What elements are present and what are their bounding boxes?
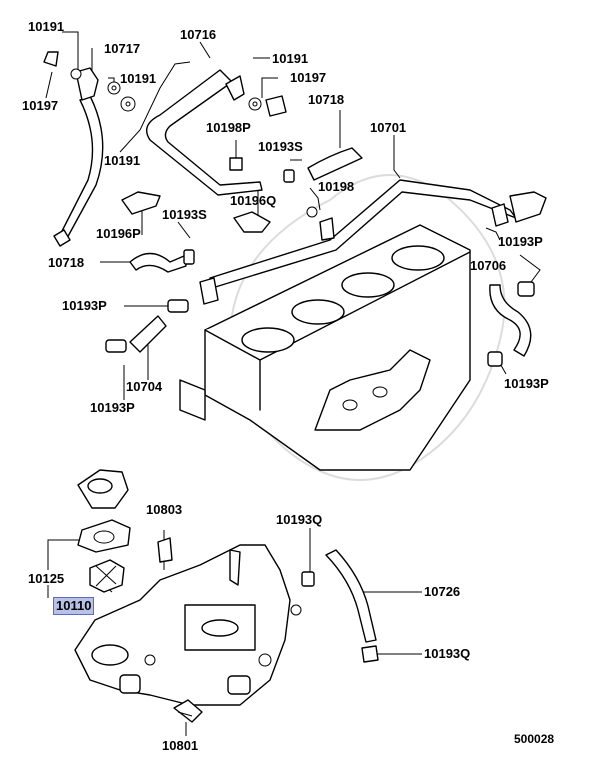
label-10801: 10801	[162, 738, 199, 753]
label-10191: 10191	[104, 153, 141, 168]
engine-block	[179, 224, 471, 471]
diagram-code: 500028	[514, 732, 555, 746]
label-10193P: 10193P	[498, 234, 543, 249]
label-10197: 10197	[290, 70, 327, 85]
label-10110-highlighted[interactable]: 10110	[52, 597, 95, 615]
label-10196Q: 10196Q	[230, 193, 277, 208]
label-10191: 10191	[28, 19, 65, 34]
label-10193S: 10193S	[258, 139, 303, 154]
label-10706: 10706	[470, 258, 507, 273]
thermostat-parts	[77, 469, 131, 593]
label-10193S: 10193S	[162, 207, 207, 222]
hoses-pipes	[43, 51, 547, 663]
label-10198: 10198	[318, 179, 355, 194]
label-10718: 10718	[308, 92, 345, 107]
label-10193P: 10193P	[62, 298, 107, 313]
intake-manifold	[74, 544, 302, 706]
label-10717: 10717	[104, 41, 141, 56]
label-10704: 10704	[126, 379, 163, 394]
label-10191: 10191	[272, 51, 309, 66]
label-10196P: 10196P	[96, 226, 141, 241]
label-10197: 10197	[22, 98, 59, 113]
label-10193Q: 10193Q	[276, 512, 323, 527]
label-10198P: 10198P	[206, 120, 251, 135]
label-10193P: 10193P	[504, 376, 549, 391]
label-10125: 10125	[28, 571, 65, 586]
leader-lines	[45, 31, 541, 736]
label-10718: 10718	[48, 255, 85, 270]
label-10726: 10726	[424, 584, 461, 599]
label-10803: 10803	[146, 502, 183, 517]
sensors	[157, 537, 203, 723]
label-10191: 10191	[120, 71, 157, 86]
label-10716: 10716	[180, 27, 217, 42]
label-10701: 10701	[370, 120, 407, 135]
label-10193P: 10193P	[90, 400, 135, 415]
label-10193Q: 10193Q	[424, 646, 471, 661]
